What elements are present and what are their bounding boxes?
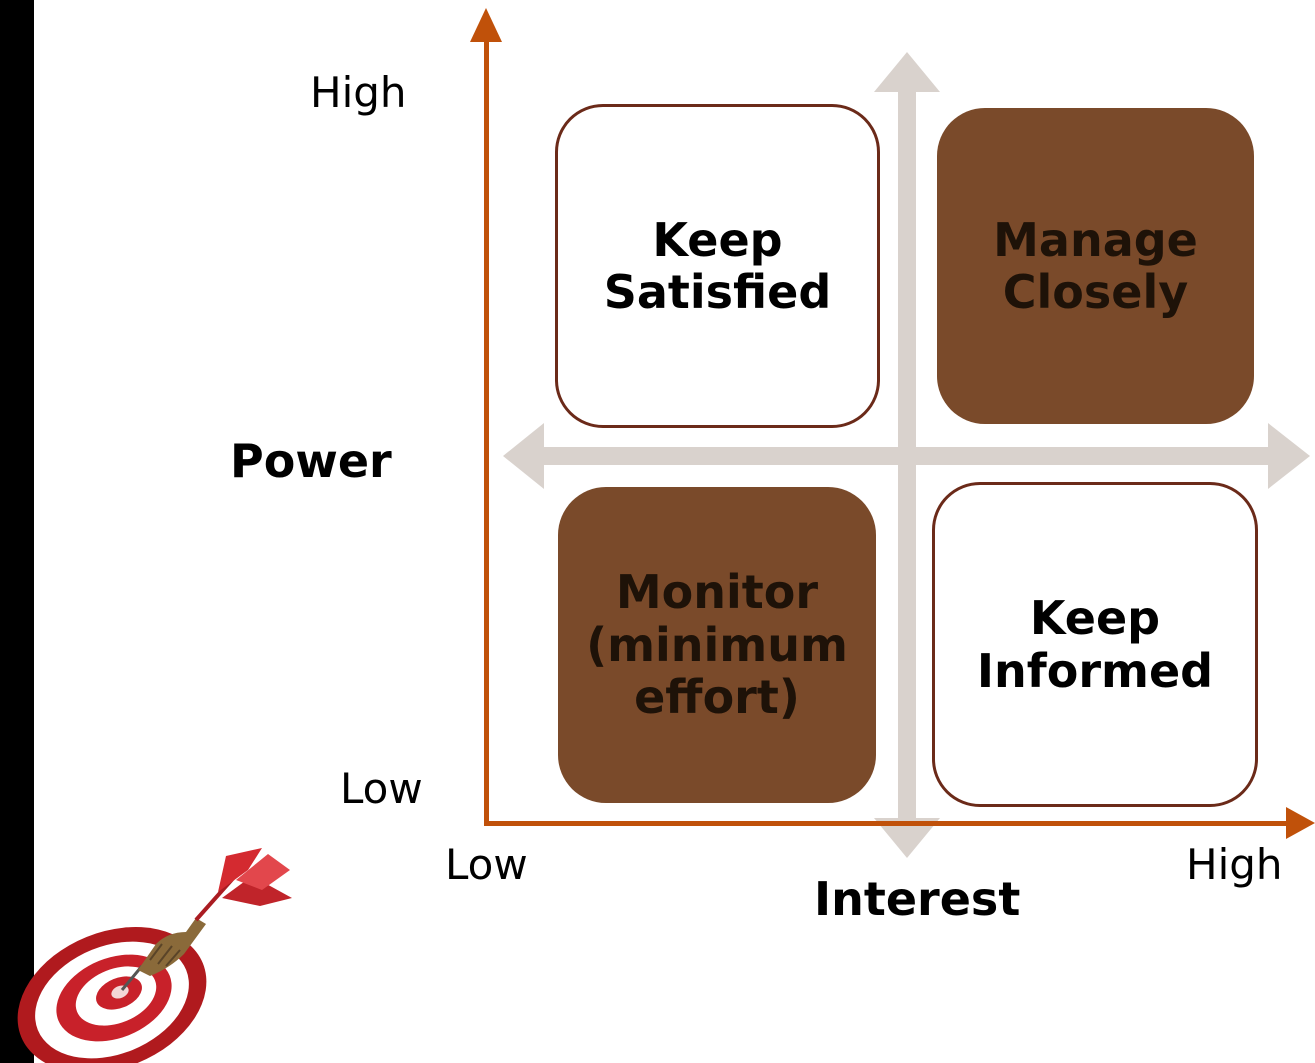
y-axis-high-label: High <box>310 68 407 117</box>
quadrant-keep-informed-label: Keep Informed <box>976 591 1214 698</box>
y-axis-line <box>484 34 489 826</box>
quadrant-manage-closely-label: Manage Closely <box>993 212 1198 319</box>
vertical-cross-arrow-down-head <box>874 818 940 858</box>
dart-target-icon <box>17 848 292 1063</box>
quadrant-keep-informed: Keep Informed <box>932 482 1258 807</box>
horizontal-cross-arrow-shaft <box>540 447 1270 465</box>
quadrant-monitor-label: Monitor (minimum effort) <box>586 565 848 725</box>
vertical-cross-arrow-up-head <box>874 52 940 92</box>
quadrant-monitor: Monitor (minimum effort) <box>558 487 876 803</box>
quadrant-keep-satisfied: Keep Satisfied <box>555 104 880 428</box>
horizontal-cross-arrow-left-head <box>503 423 544 489</box>
y-axis-title: Power <box>230 434 392 488</box>
x-axis-title: Interest <box>814 872 1021 926</box>
main-axes <box>470 8 1315 839</box>
y-axis-arrowhead <box>470 8 502 42</box>
x-axis-low-label: Low <box>445 840 528 889</box>
x-axis-arrowhead <box>1286 807 1315 839</box>
cross-arrows <box>503 52 1310 858</box>
x-axis-high-label: High <box>1186 840 1283 889</box>
x-axis-line <box>484 821 1290 826</box>
left-edge-bar <box>0 0 34 1063</box>
horizontal-cross-arrow-right-head <box>1268 423 1310 489</box>
y-axis-low-label: Low <box>340 764 423 813</box>
quadrant-manage-closely: Manage Closely <box>937 108 1254 424</box>
quadrant-keep-satisfied-label: Keep Satisfied <box>603 212 832 319</box>
